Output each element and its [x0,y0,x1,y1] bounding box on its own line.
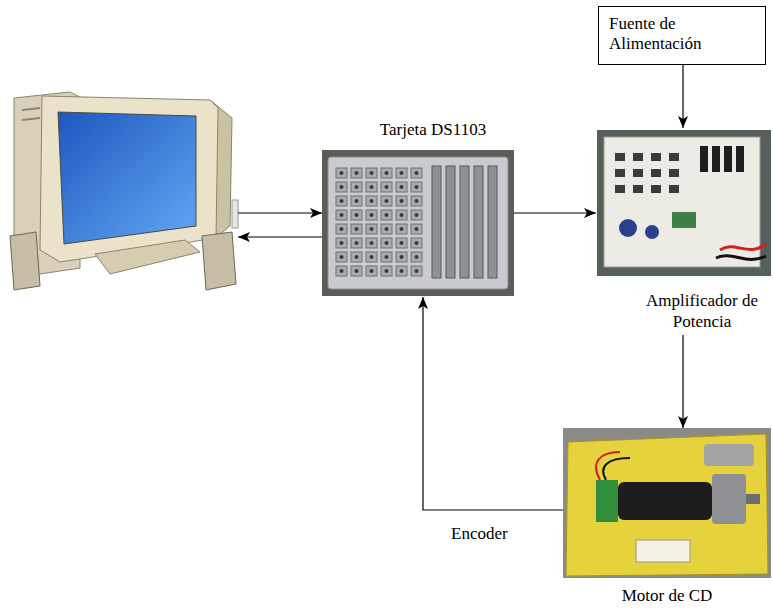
black-wire [716,256,766,260]
edge-label: Encoder [448,524,511,544]
card-block: Tarjeta DS1103 [322,120,514,297]
motor-block: Motor de CD [563,428,771,609]
monitor-screen [58,112,196,244]
base-plate [566,434,768,576]
transistor [712,146,720,172]
motor-picture [563,428,771,578]
picture-label: Motor de CD [587,586,747,609]
transistor [700,146,708,172]
label-sticker [636,540,690,562]
terminal-block [672,212,696,228]
picture-label: Amplificador de Potencia [640,291,764,335]
connector-bar [432,166,441,278]
monitor-case [40,96,218,262]
capacitor [619,219,637,237]
transistor [736,146,744,172]
amplifier-background [597,130,771,276]
motor-body [618,482,712,520]
red-wire [720,244,766,250]
computer [8,88,238,293]
chip-row [612,150,684,198]
shaft [746,494,760,504]
monitor-base [95,240,200,274]
box-label: Fuente de Alimentación [609,14,755,55]
black-wire [603,458,630,480]
transistor [724,146,732,172]
connector-bar [460,166,469,278]
signal-arrow [682,335,683,428]
card-background [322,150,514,296]
motor-background [563,428,771,578]
speaker [10,232,40,290]
drive-slot [22,118,40,120]
capacitor [645,225,659,239]
card-picture [322,150,514,296]
connector-bar [488,166,497,278]
connector-grid [334,166,424,278]
computer-picture [10,92,238,290]
drive-slot [22,108,40,110]
picture-label: Tarjeta DS1103 [358,120,508,140]
speaker [202,232,236,290]
connector-plug [232,200,238,228]
signal-arrow [423,297,563,510]
signal-arrow [238,236,322,237]
red-wire [596,452,620,480]
amplifier-picture [597,130,771,276]
supply-box: Fuente de Alimentación [598,6,766,65]
signal-arrow [682,65,683,128]
card-panel [328,157,508,289]
amplifier-block: Amplificador de Potencia [596,128,771,335]
connector-bar [474,166,483,278]
gearbox [712,474,746,524]
encoder-board [596,480,618,522]
shaft-mount [704,444,754,466]
signal-arrow [238,212,322,213]
connector-bar [446,166,455,278]
signal-arrow [514,212,596,213]
